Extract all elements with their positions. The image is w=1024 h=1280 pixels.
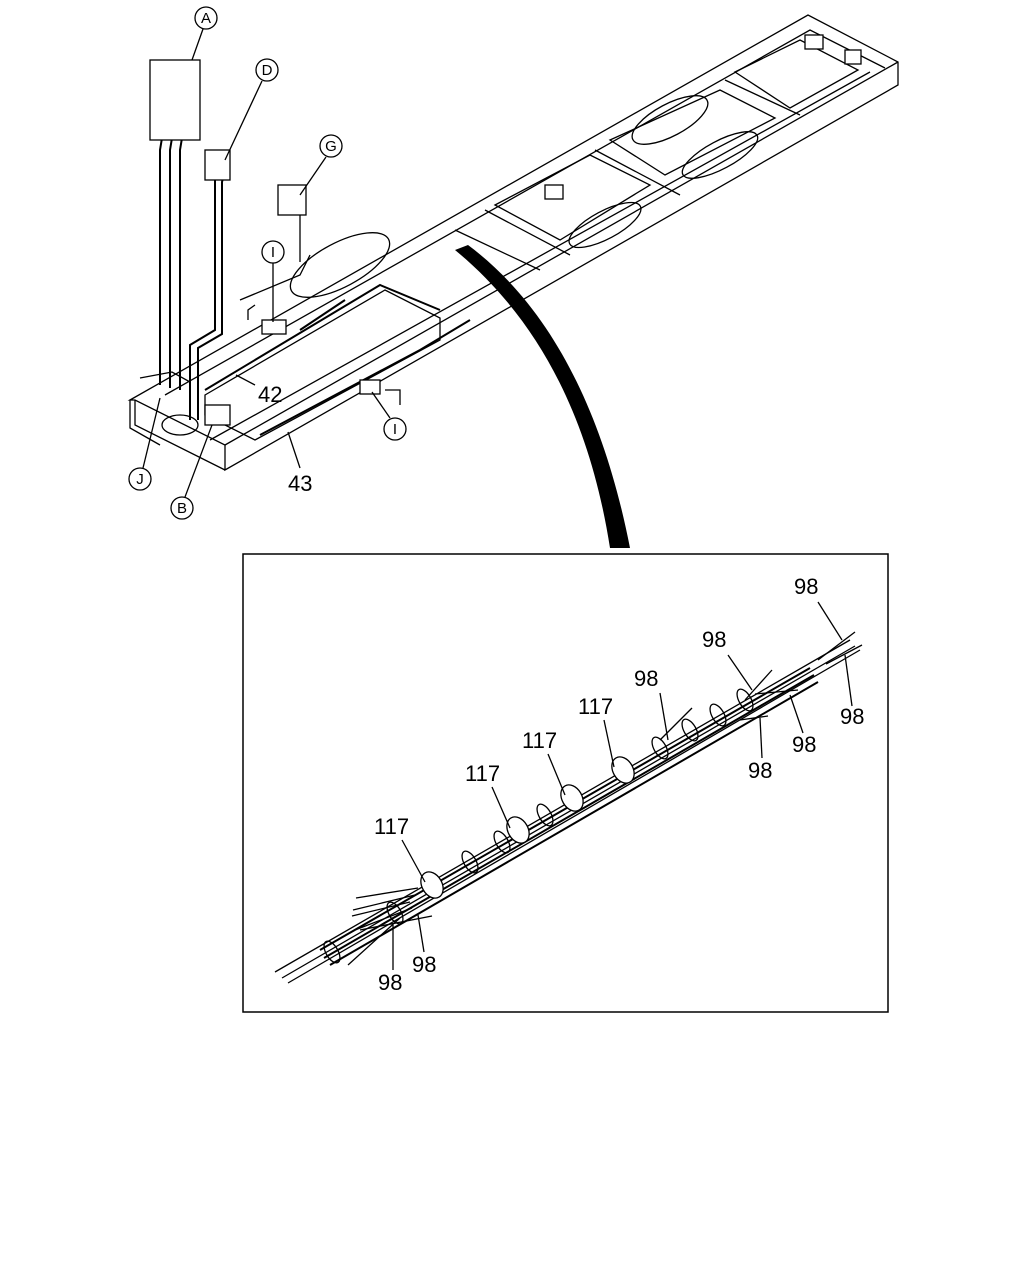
label-98-upper: 98 xyxy=(702,627,726,652)
detail-leaders xyxy=(392,601,853,970)
callout-i-lower-text: I xyxy=(393,421,397,438)
callout-i-upper: I xyxy=(261,240,285,322)
chassis-frame xyxy=(127,14,899,472)
callout-d-text: D xyxy=(262,62,273,79)
part-label-42: 42 xyxy=(258,382,282,407)
label-98-mid: 98 xyxy=(634,666,658,691)
detail-box xyxy=(242,553,889,1013)
label-98-right-a: 98 xyxy=(840,704,864,729)
label-98-right-b: 98 xyxy=(792,732,816,757)
label-117-a: 117 xyxy=(374,814,409,839)
label-98-bottom-a: 98 xyxy=(378,970,402,995)
label-98-right-c: 98 xyxy=(748,758,772,783)
callout-g: G xyxy=(299,134,343,196)
label-98-bottom-b: 98 xyxy=(412,952,436,977)
callout-j-text: J xyxy=(136,471,144,488)
callout-i-upper-text: I xyxy=(271,244,275,261)
harness-bundle xyxy=(274,631,863,984)
callout-a: A xyxy=(191,6,218,61)
callout-a-text: A xyxy=(201,10,211,27)
detail-pointer-arrow xyxy=(455,245,630,548)
callout-g-text: G xyxy=(325,138,337,155)
label-117-b: 117 xyxy=(465,761,500,786)
label-117-c: 117 xyxy=(522,728,557,753)
callout-d: D xyxy=(224,58,279,161)
callout-i-lower: I xyxy=(371,391,407,441)
label-98-top: 98 xyxy=(794,574,818,599)
callout-b-text: B xyxy=(177,500,187,517)
callout-b: B xyxy=(170,424,213,520)
harness-routing xyxy=(149,34,862,436)
part-label-43: 43 xyxy=(288,471,312,496)
callout-j: J xyxy=(128,397,161,491)
label-117-d: 117 xyxy=(578,694,613,719)
